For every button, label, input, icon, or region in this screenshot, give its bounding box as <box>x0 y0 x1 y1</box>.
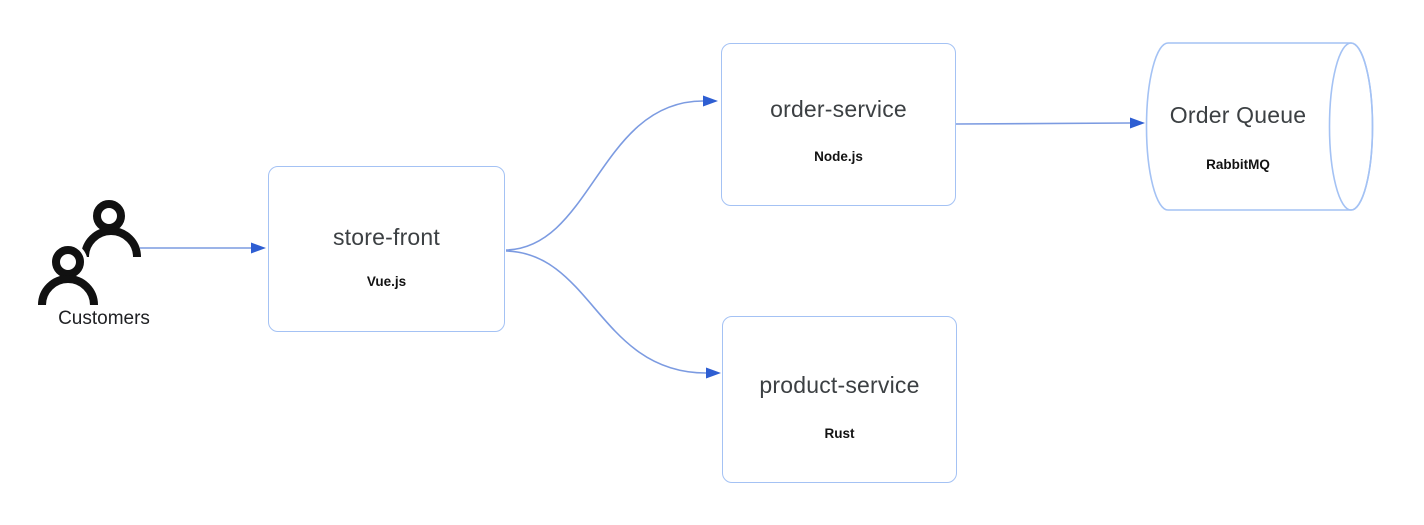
order-service-subtitle: Node.js <box>814 149 863 164</box>
node-store-front: store-front Vue.js <box>268 166 505 332</box>
node-product-service: product-service Rust <box>722 316 957 483</box>
edge-store-front-to-product-service <box>505 250 721 379</box>
order-queue-subtitle: RabbitMQ <box>1206 157 1270 172</box>
product-service-title: product-service <box>759 372 920 398</box>
store-front-subtitle: Vue.js <box>366 274 407 289</box>
diagram-edges <box>140 95 1145 379</box>
order-service-title: order-service <box>770 96 907 122</box>
edge-order-service-to-order-queue <box>955 117 1145 129</box>
order-queue-title: Order Queue <box>1169 102 1307 128</box>
product-service-subtitle: Rust <box>824 426 855 441</box>
edge-customers-to-store-front <box>140 242 266 254</box>
order-queue-cylinder <box>1145 42 1374 211</box>
users-icon <box>34 200 141 306</box>
customers-label: Customers <box>58 308 150 329</box>
node-order-service: order-service Node.js <box>721 43 956 206</box>
store-front-title: store-front <box>332 224 440 250</box>
node-order-queue: Order Queue RabbitMQ <box>1146 43 1330 210</box>
edge-store-front-to-order-service <box>505 95 718 251</box>
